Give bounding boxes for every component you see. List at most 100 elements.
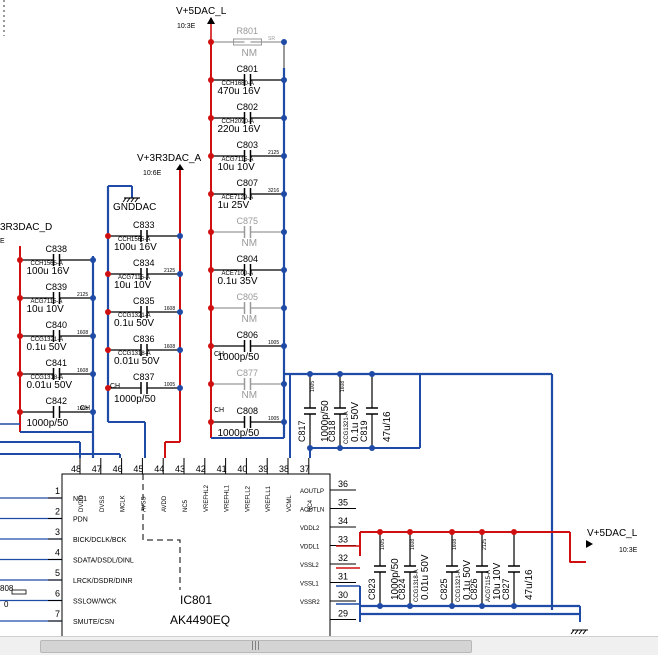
scrollbar-thumb[interactable]: ||| — [40, 640, 472, 653]
pin-name: LRCK/DSDR/DINR — [73, 578, 133, 585]
cap-value: 47u/16 — [382, 411, 393, 442]
cap-value: 0.1u 35V — [218, 276, 258, 287]
cap-ref: R801 — [237, 26, 259, 36]
cap-value: 10u 10V — [114, 280, 152, 291]
pin-name: VREFHL2 — [204, 484, 210, 512]
cap-pkg: 2125 — [77, 292, 88, 298]
cap-pkg: 1608 — [77, 330, 88, 336]
cap-ref: C804 — [237, 254, 259, 264]
cap-ref: C806 — [237, 330, 259, 340]
net-label-v3r3dac-a: V+3R3DAC_A — [137, 153, 202, 164]
cap-part: CCH1565-A — [31, 261, 63, 267]
pin-name: PDN — [73, 517, 88, 524]
cap-ref: C836 — [133, 334, 155, 344]
pin-name: VSSL2 — [300, 563, 319, 569]
cap-pkg: 1608 — [164, 306, 175, 312]
cap-ref: C838 — [46, 244, 68, 254]
pin-name: AVSS — [141, 496, 147, 512]
cap-pkg: 1608 — [77, 368, 88, 374]
pin-number: 33 — [338, 535, 348, 545]
horizontal-scrollbar[interactable]: ||| — [0, 636, 658, 655]
net-ref-v5dac-top: 10:3E — [177, 23, 196, 30]
cap-value: 1000p/50 — [390, 558, 401, 600]
pin-number: 6 — [55, 589, 60, 599]
cap-pkg: 2125 — [268, 150, 279, 156]
cap-ref: C833 — [133, 220, 155, 230]
cap-ref: C877 — [237, 368, 259, 378]
pin-name: VCML — [287, 495, 293, 512]
cap-part: ACG7115-A — [222, 157, 254, 163]
cap-ref: C805 — [237, 292, 259, 302]
net-label-v5dac-top: V+5DAC_L — [176, 6, 227, 17]
cap-value: 1000p/50 — [218, 428, 260, 439]
net-ref-v5dac-right: 10:3E — [619, 547, 638, 554]
pin-29: 29 — [330, 609, 356, 620]
cap-ref: C824 — [397, 578, 407, 600]
net-ref-v3r3dac-a: 10:6E — [143, 170, 162, 177]
cap-pkg: 1608 — [452, 539, 458, 550]
ic-top-pins: 48DVDD47DVSS46MCLK45AVSS44AVDD43NC542VRE… — [71, 458, 314, 512]
ch-label: CH — [214, 351, 224, 358]
cap-pkg: 1005 — [310, 381, 316, 392]
cap-ref: C841 — [46, 358, 68, 368]
pin-number: 4 — [55, 548, 60, 558]
cap-pkg: 2125 — [164, 268, 175, 274]
cap-ref: C842 — [46, 396, 68, 406]
cap-pkg: 2125 — [482, 539, 488, 550]
pin-number: 43 — [175, 464, 185, 474]
pin-name: NC5 — [183, 499, 189, 512]
pin-number: 36 — [338, 479, 348, 489]
pin-name: AOUTLN — [300, 508, 324, 514]
pin-number: 45 — [133, 464, 143, 474]
pin-number: 42 — [196, 464, 206, 474]
cap-pkg: 1608 — [164, 344, 175, 350]
cap-value: 0.1u 50V — [462, 560, 473, 600]
left-val-fragment: 0 — [4, 600, 9, 609]
cap-part: CCG1321-A — [456, 569, 462, 602]
cap-value: 1000p/50 — [320, 400, 331, 442]
pin-name: SDATA/DSDL/DINL — [73, 558, 134, 565]
cap-value: 1000p/50 — [218, 352, 260, 363]
cap-part: ACG7115-A — [118, 275, 150, 281]
cap-ref: C825 — [439, 578, 449, 600]
ch-label: CH — [110, 383, 120, 390]
cap-value: 1000p/50 — [114, 394, 156, 405]
pin-name: VDDL1 — [300, 545, 320, 551]
pin-number: 5 — [55, 568, 60, 578]
cap-pkg: 1005 — [268, 416, 279, 422]
cap-part: CCG1318-A — [118, 351, 151, 357]
cap-value: 10u 10V — [27, 304, 65, 315]
cap-value: 10u 10V — [218, 162, 256, 173]
pin-number: 44 — [154, 464, 164, 474]
cap-part: CCH1565-A — [118, 237, 150, 243]
pin-number: 31 — [338, 572, 348, 582]
cap-pkg: 3216 — [268, 188, 279, 194]
pin-name: MCLK — [121, 495, 127, 512]
cap-part: CCG1318-A — [31, 375, 64, 381]
